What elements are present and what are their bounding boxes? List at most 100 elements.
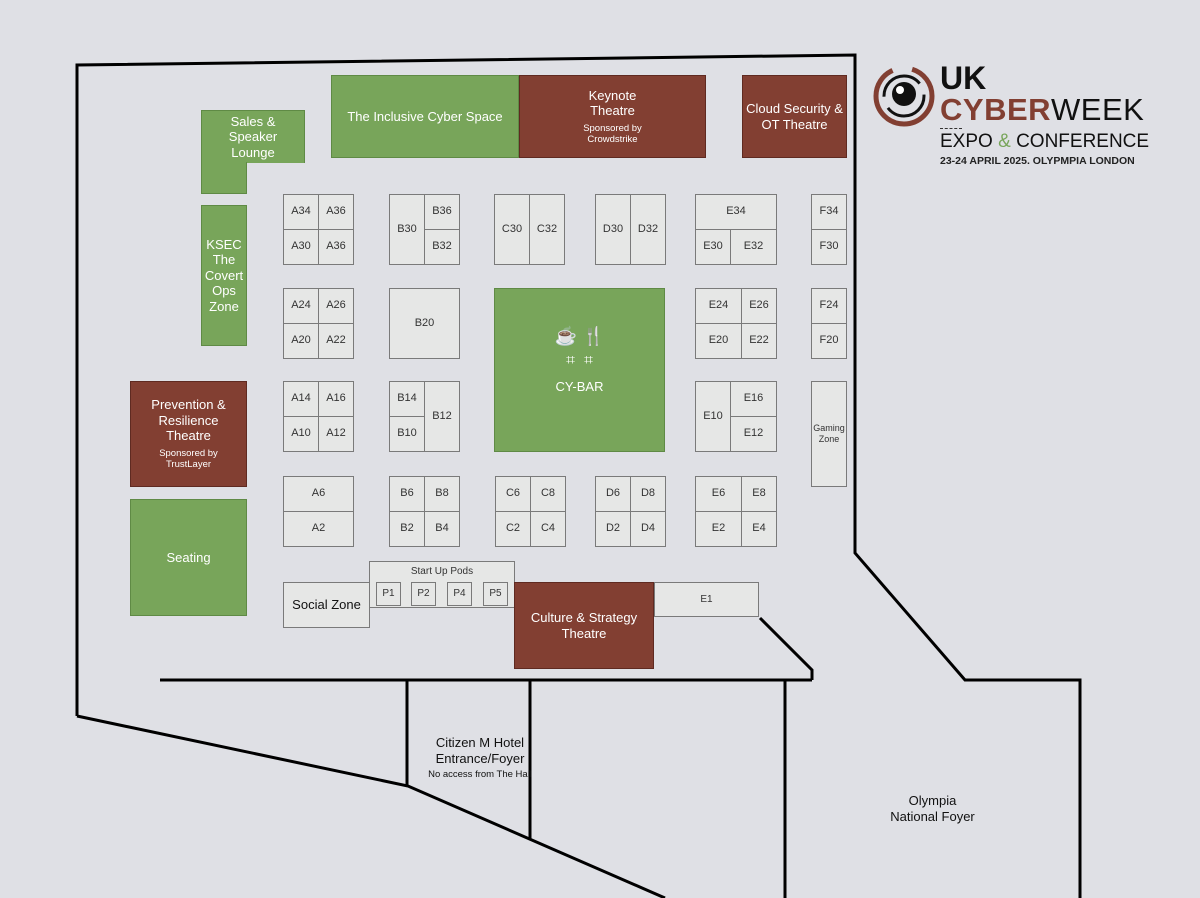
booth[interactable]: F34 bbox=[811, 194, 847, 230]
booth[interactable]: D2 bbox=[595, 511, 631, 547]
booth[interactable]: B10 bbox=[389, 416, 425, 452]
booth[interactable]: C30 bbox=[494, 194, 530, 265]
logo-expo: EXPO bbox=[940, 131, 993, 152]
booth[interactable]: A36 bbox=[318, 194, 354, 230]
logo-date: 23-24 APRIL 2025. OLYPMPIA LONDON bbox=[940, 155, 1135, 167]
gaming-zone[interactable]: Gaming Zone bbox=[811, 381, 847, 487]
pod[interactable]: P2 bbox=[411, 582, 436, 606]
pod[interactable]: P1 bbox=[376, 582, 401, 606]
culture-strategy-theatre[interactable]: Culture & Strategy Theatre bbox=[514, 582, 654, 669]
social-zone[interactable]: Social Zone bbox=[283, 582, 370, 628]
booth[interactable]: A2 bbox=[283, 511, 354, 547]
zone-label: Culture & Strategy Theatre bbox=[530, 609, 638, 641]
booth[interactable]: B36 bbox=[424, 194, 460, 230]
zone-label: Seating bbox=[166, 549, 211, 565]
booth[interactable]: B20 bbox=[389, 288, 460, 359]
table-icon: ⌗ bbox=[566, 352, 576, 370]
table-icons: ⌗ ⌗ bbox=[566, 351, 593, 370]
booth[interactable]: A26 bbox=[318, 288, 354, 324]
zone-label: Keynote Theatre bbox=[588, 87, 637, 119]
booth[interactable]: B6 bbox=[389, 476, 425, 512]
booth[interactable]: D8 bbox=[630, 476, 666, 512]
booth[interactable]: E4 bbox=[741, 511, 777, 547]
booth[interactable]: C2 bbox=[495, 511, 531, 547]
booth-e1[interactable]: E1 bbox=[654, 582, 759, 617]
booth[interactable]: A30 bbox=[283, 229, 319, 265]
seating-area[interactable]: Seating bbox=[130, 499, 247, 616]
booth[interactable]: E10 bbox=[695, 381, 731, 452]
booth[interactable]: B8 bbox=[424, 476, 460, 512]
booth[interactable]: A24 bbox=[283, 288, 319, 324]
logo-week: WEEK bbox=[1051, 92, 1145, 127]
booth[interactable]: E2 bbox=[695, 511, 742, 547]
booth[interactable]: E8 bbox=[741, 476, 777, 512]
citizen-note: No access from The Hall bbox=[428, 769, 532, 781]
table-icon: ⌗ bbox=[583, 352, 593, 370]
sales-speaker-lounge[interactable]: Sales & Speaker Lounge bbox=[201, 110, 305, 163]
booth[interactable]: B4 bbox=[424, 511, 460, 547]
booth[interactable]: D4 bbox=[630, 511, 666, 547]
booth[interactable]: B12 bbox=[424, 381, 460, 452]
booth[interactable]: E30 bbox=[695, 229, 731, 265]
booth[interactable]: B30 bbox=[389, 194, 425, 265]
booth[interactable]: D6 bbox=[595, 476, 631, 512]
booth[interactable]: A6 bbox=[283, 476, 354, 512]
booth[interactable]: E24 bbox=[695, 288, 742, 324]
booth[interactable]: E22 bbox=[741, 323, 777, 359]
logo-conference: CONFERENCE bbox=[1016, 131, 1150, 152]
zone-label: KSEC The Covert Ops Zone bbox=[204, 236, 244, 314]
booth[interactable]: C8 bbox=[530, 476, 566, 512]
inclusive-cyber-space[interactable]: The Inclusive Cyber Space bbox=[331, 75, 519, 158]
eye-logo-icon bbox=[873, 65, 935, 127]
zone-label: Prevention & Resilience Theatre bbox=[151, 397, 226, 444]
sponsor-label: Sponsored by TrustLayer bbox=[159, 448, 218, 471]
zone-label: The Inclusive Cyber Space bbox=[347, 108, 503, 124]
ksec-covert-ops-zone[interactable]: KSEC The Covert Ops Zone bbox=[201, 205, 247, 346]
booth[interactable]: E32 bbox=[730, 229, 777, 265]
booth[interactable]: E12 bbox=[730, 416, 777, 452]
booth[interactable]: F30 bbox=[811, 229, 847, 265]
zone-label: Sales & Speaker Lounge bbox=[228, 113, 278, 160]
logo-amp: & bbox=[998, 131, 1011, 152]
booth[interactable]: B14 bbox=[389, 381, 425, 417]
booth[interactable]: C6 bbox=[495, 476, 531, 512]
booth[interactable]: B2 bbox=[389, 511, 425, 547]
booth[interactable]: A34 bbox=[283, 194, 319, 230]
booth[interactable]: E16 bbox=[730, 381, 777, 417]
cloud-security-ot-theatre[interactable]: Cloud Security & OT Theatre bbox=[742, 75, 847, 158]
booth[interactable]: C4 bbox=[530, 511, 566, 547]
booth[interactable]: A10 bbox=[283, 416, 319, 452]
olympia-national-foyer-label: Olympia National Foyer bbox=[890, 793, 975, 824]
booth[interactable]: E20 bbox=[695, 323, 742, 359]
booth[interactable]: E6 bbox=[695, 476, 742, 512]
booth[interactable]: A36 bbox=[318, 229, 354, 265]
booth[interactable]: F24 bbox=[811, 288, 847, 324]
logo-cyber: CYBER bbox=[940, 92, 1052, 127]
booth[interactable]: A16 bbox=[318, 381, 354, 417]
pod[interactable]: P5 bbox=[483, 582, 508, 606]
booth[interactable]: D32 bbox=[630, 194, 666, 265]
booth[interactable]: C32 bbox=[529, 194, 565, 265]
booth[interactable]: A22 bbox=[318, 323, 354, 359]
booth[interactable]: E26 bbox=[741, 288, 777, 324]
cy-bar[interactable]: ☕ 🍴 ⌗ ⌗ CY-BAR bbox=[494, 288, 665, 452]
booth[interactable]: A20 bbox=[283, 323, 319, 359]
citizen-title: Citizen M Hotel Entrance/Foyer bbox=[435, 735, 525, 766]
sales-lounge-extension bbox=[201, 162, 247, 194]
food-icons: ☕ 🍴 bbox=[555, 326, 605, 348]
zone-label: Social Zone bbox=[292, 597, 361, 613]
pod[interactable]: P4 bbox=[447, 582, 472, 606]
booth[interactable]: D30 bbox=[595, 194, 631, 265]
logo-uk: UK bbox=[940, 60, 987, 96]
booth[interactable]: A14 bbox=[283, 381, 319, 417]
booth[interactable]: B32 bbox=[424, 229, 460, 265]
cutlery-icon: 🍴 bbox=[582, 325, 605, 346]
booth[interactable]: A12 bbox=[318, 416, 354, 452]
booth[interactable]: F20 bbox=[811, 323, 847, 359]
zone-label: CY-BAR bbox=[555, 378, 604, 394]
booth[interactable]: E34 bbox=[695, 194, 777, 230]
uk-cyber-week-logo: UK CYBERWEEK EXPO & CONFERENCE 23-24 APR… bbox=[872, 62, 1162, 172]
citizen-m-hotel-label: Citizen M Hotel Entrance/Foyer No access… bbox=[415, 735, 545, 781]
